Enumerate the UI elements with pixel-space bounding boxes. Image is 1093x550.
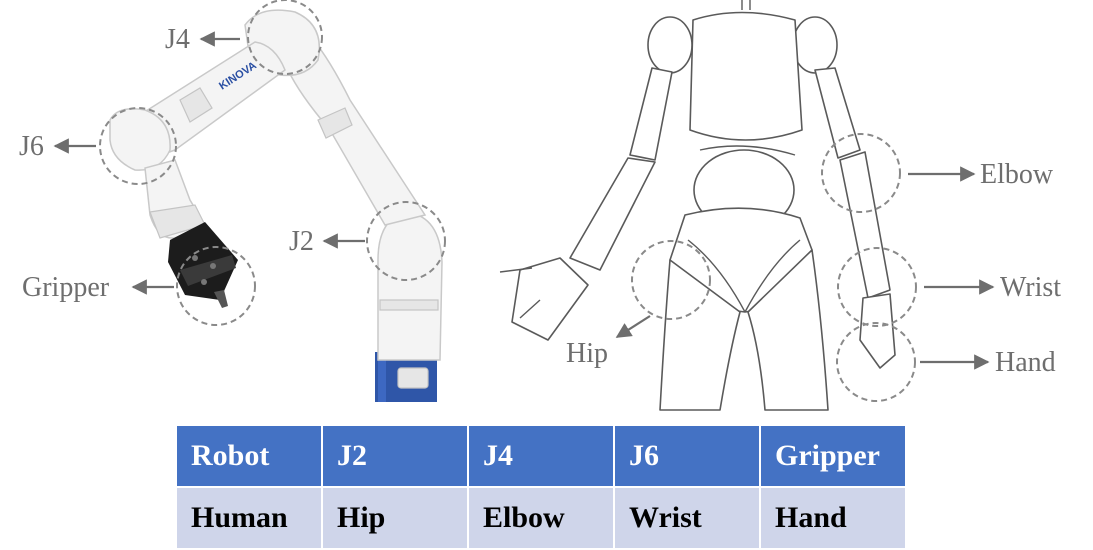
j6-label: J6	[19, 131, 44, 162]
human-left-hand	[511, 257, 589, 341]
j4-label: J4	[165, 24, 190, 55]
hand-circle	[836, 322, 916, 402]
human-chest	[689, 11, 803, 141]
table-cell: J2	[323, 426, 467, 486]
j4-circle	[247, 0, 323, 75]
wrist-label: Wrist	[1000, 272, 1061, 303]
j2-circle	[366, 201, 446, 281]
elbow-label: Elbow	[980, 159, 1054, 190]
table-cell: J4	[469, 426, 613, 486]
hand-label: Hand	[995, 347, 1056, 378]
robot-lower-link	[377, 211, 443, 361]
table-cell: Hand	[761, 488, 905, 548]
table-cell: Hip	[323, 488, 467, 548]
human-sketch	[499, 0, 896, 411]
table-cell: Human	[177, 488, 321, 548]
gripper-label: Gripper	[22, 272, 110, 303]
table-header-row: Robot J2 J4 J6 Gripper	[177, 426, 905, 486]
human-right-leg	[747, 249, 829, 411]
joint-mapping-table: Robot J2 J4 J6 Gripper Human Hip Elbow W…	[175, 424, 907, 550]
robot-arm: KINOVA	[109, 9, 443, 402]
table-cell: Gripper	[761, 426, 905, 486]
table-cell: Elbow	[469, 488, 613, 548]
robot-gripper	[168, 222, 238, 308]
j2-label: J2	[289, 226, 314, 257]
table-row: Human Hip Elbow Wrist Hand	[177, 488, 905, 548]
table-cell: Wrist	[615, 488, 759, 548]
table-cell: J6	[615, 426, 759, 486]
human-right-hand	[859, 293, 896, 369]
hip-arrow	[615, 315, 651, 338]
human-left-leg	[659, 259, 741, 411]
elbow-circle	[821, 133, 901, 213]
j6-circle	[99, 107, 177, 185]
hip-label: Hip	[566, 338, 608, 369]
gripper-circle	[176, 246, 256, 326]
table-cell: Robot	[177, 426, 321, 486]
wrist-circle	[837, 247, 917, 327]
hip-circle	[631, 240, 711, 320]
